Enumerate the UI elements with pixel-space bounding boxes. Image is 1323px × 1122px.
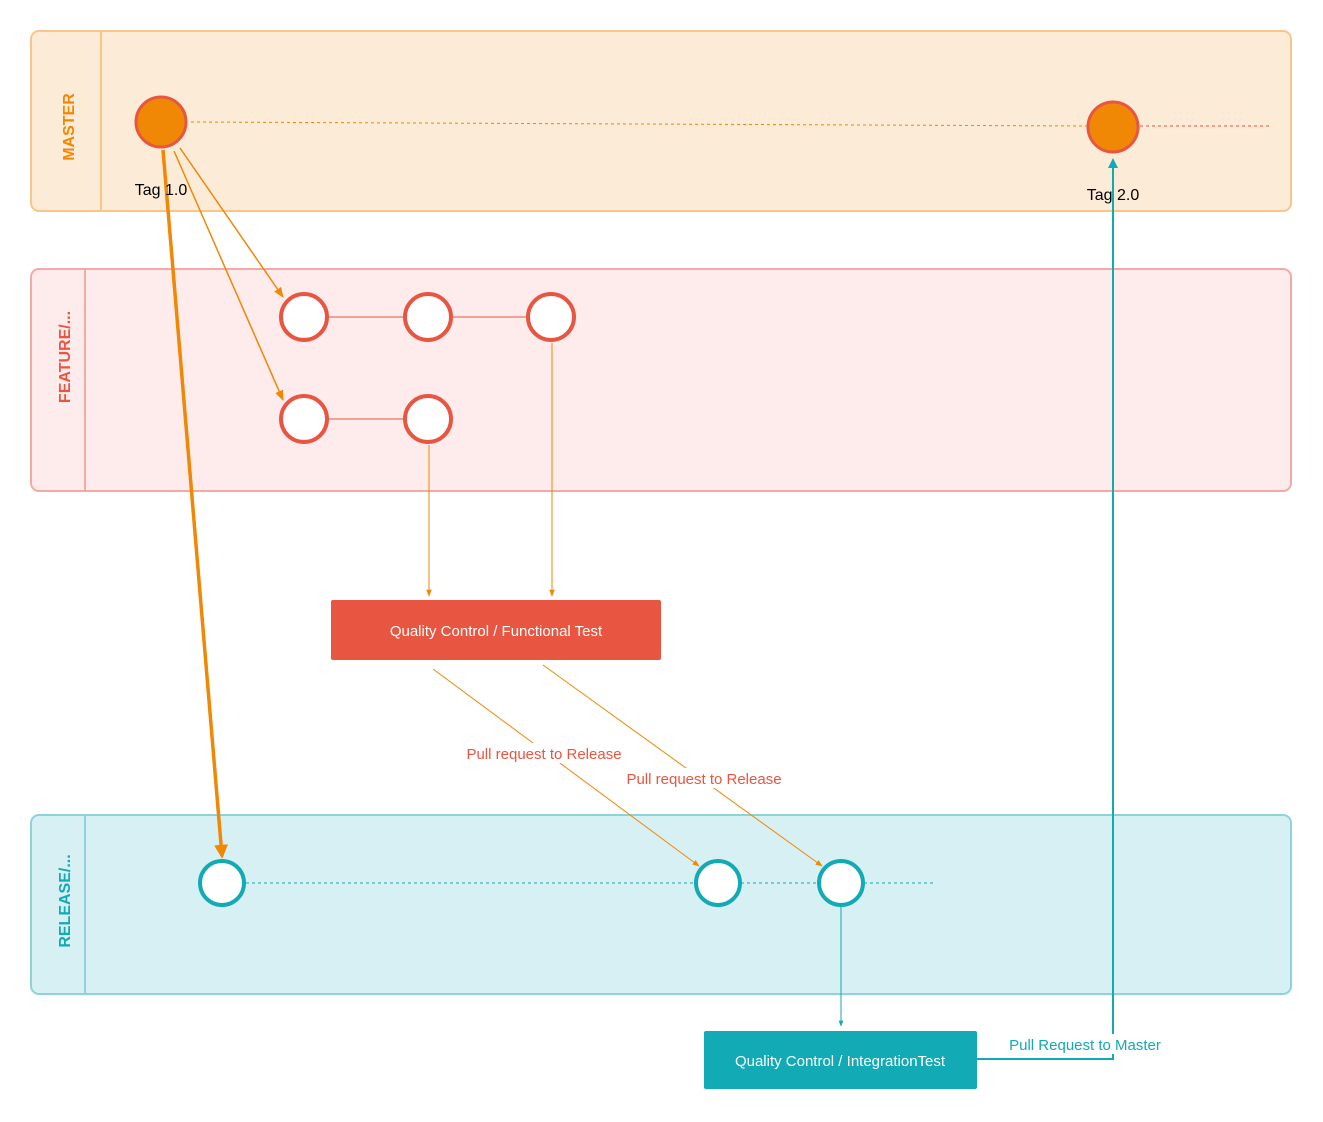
branch-arrow-feature-2 xyxy=(173,150,284,401)
qc-functional-test-rect[interactable] xyxy=(331,600,661,660)
qc-integration-test-rect[interactable] xyxy=(704,1031,977,1089)
commit-feature[interactable] xyxy=(403,292,453,342)
pr-arrow-release-1 xyxy=(432,668,700,867)
qc-integration-test-box[interactable]: Quality Control / IntegrationTest xyxy=(704,1031,977,1089)
edge-label-pr-release-2: Pull request to Release xyxy=(626,771,781,788)
commit-master-tag2[interactable] xyxy=(1086,100,1140,154)
lane-master-label: MASTER xyxy=(61,93,78,161)
edge-label-bg xyxy=(613,768,795,788)
tag-label-1: Tag 1.0 xyxy=(135,182,188,199)
edge-label-pr-master: Pull Request to Master xyxy=(1009,1037,1161,1054)
tag-label-2: Tag 2.0 xyxy=(1087,187,1140,204)
lane-master-background xyxy=(30,30,1292,212)
commit-feature[interactable] xyxy=(403,394,453,444)
edge-label-pr-release-1: Pull request to Release xyxy=(466,746,621,763)
commit-release[interactable] xyxy=(817,859,865,907)
edge-label-bg xyxy=(453,743,635,763)
lane-feature-label: FEATURE/... xyxy=(57,311,74,403)
lane-release-label: RELEASE/... xyxy=(57,854,74,947)
lane-feature: FEATURE/... xyxy=(30,268,1292,492)
branch-arrow-feature-1 xyxy=(179,147,284,298)
lane-release: RELEASE/... xyxy=(30,814,1292,995)
commit-release[interactable] xyxy=(694,859,742,907)
lane-release-background xyxy=(30,814,1292,995)
lane-feature-background xyxy=(30,268,1292,492)
branch-arrow-release xyxy=(161,149,229,859)
qc-functional-test-box[interactable]: Quality Control / Functional Test xyxy=(331,600,661,660)
commit-release[interactable] xyxy=(198,859,246,907)
commit-feature[interactable] xyxy=(279,292,329,342)
commit-feature[interactable] xyxy=(279,394,329,444)
lane-master: MASTER xyxy=(30,30,1292,212)
pr-arrow-release-2 xyxy=(542,664,823,867)
edge-label-bg xyxy=(995,1034,1175,1054)
qc-integration-test-label: Quality Control / IntegrationTest xyxy=(735,1053,946,1070)
pr-arrow-master xyxy=(977,158,1118,1060)
qc-functional-test-label: Quality Control / Functional Test xyxy=(390,623,603,640)
commit-master-tag1[interactable] xyxy=(134,95,188,149)
commit-feature[interactable] xyxy=(526,292,576,342)
